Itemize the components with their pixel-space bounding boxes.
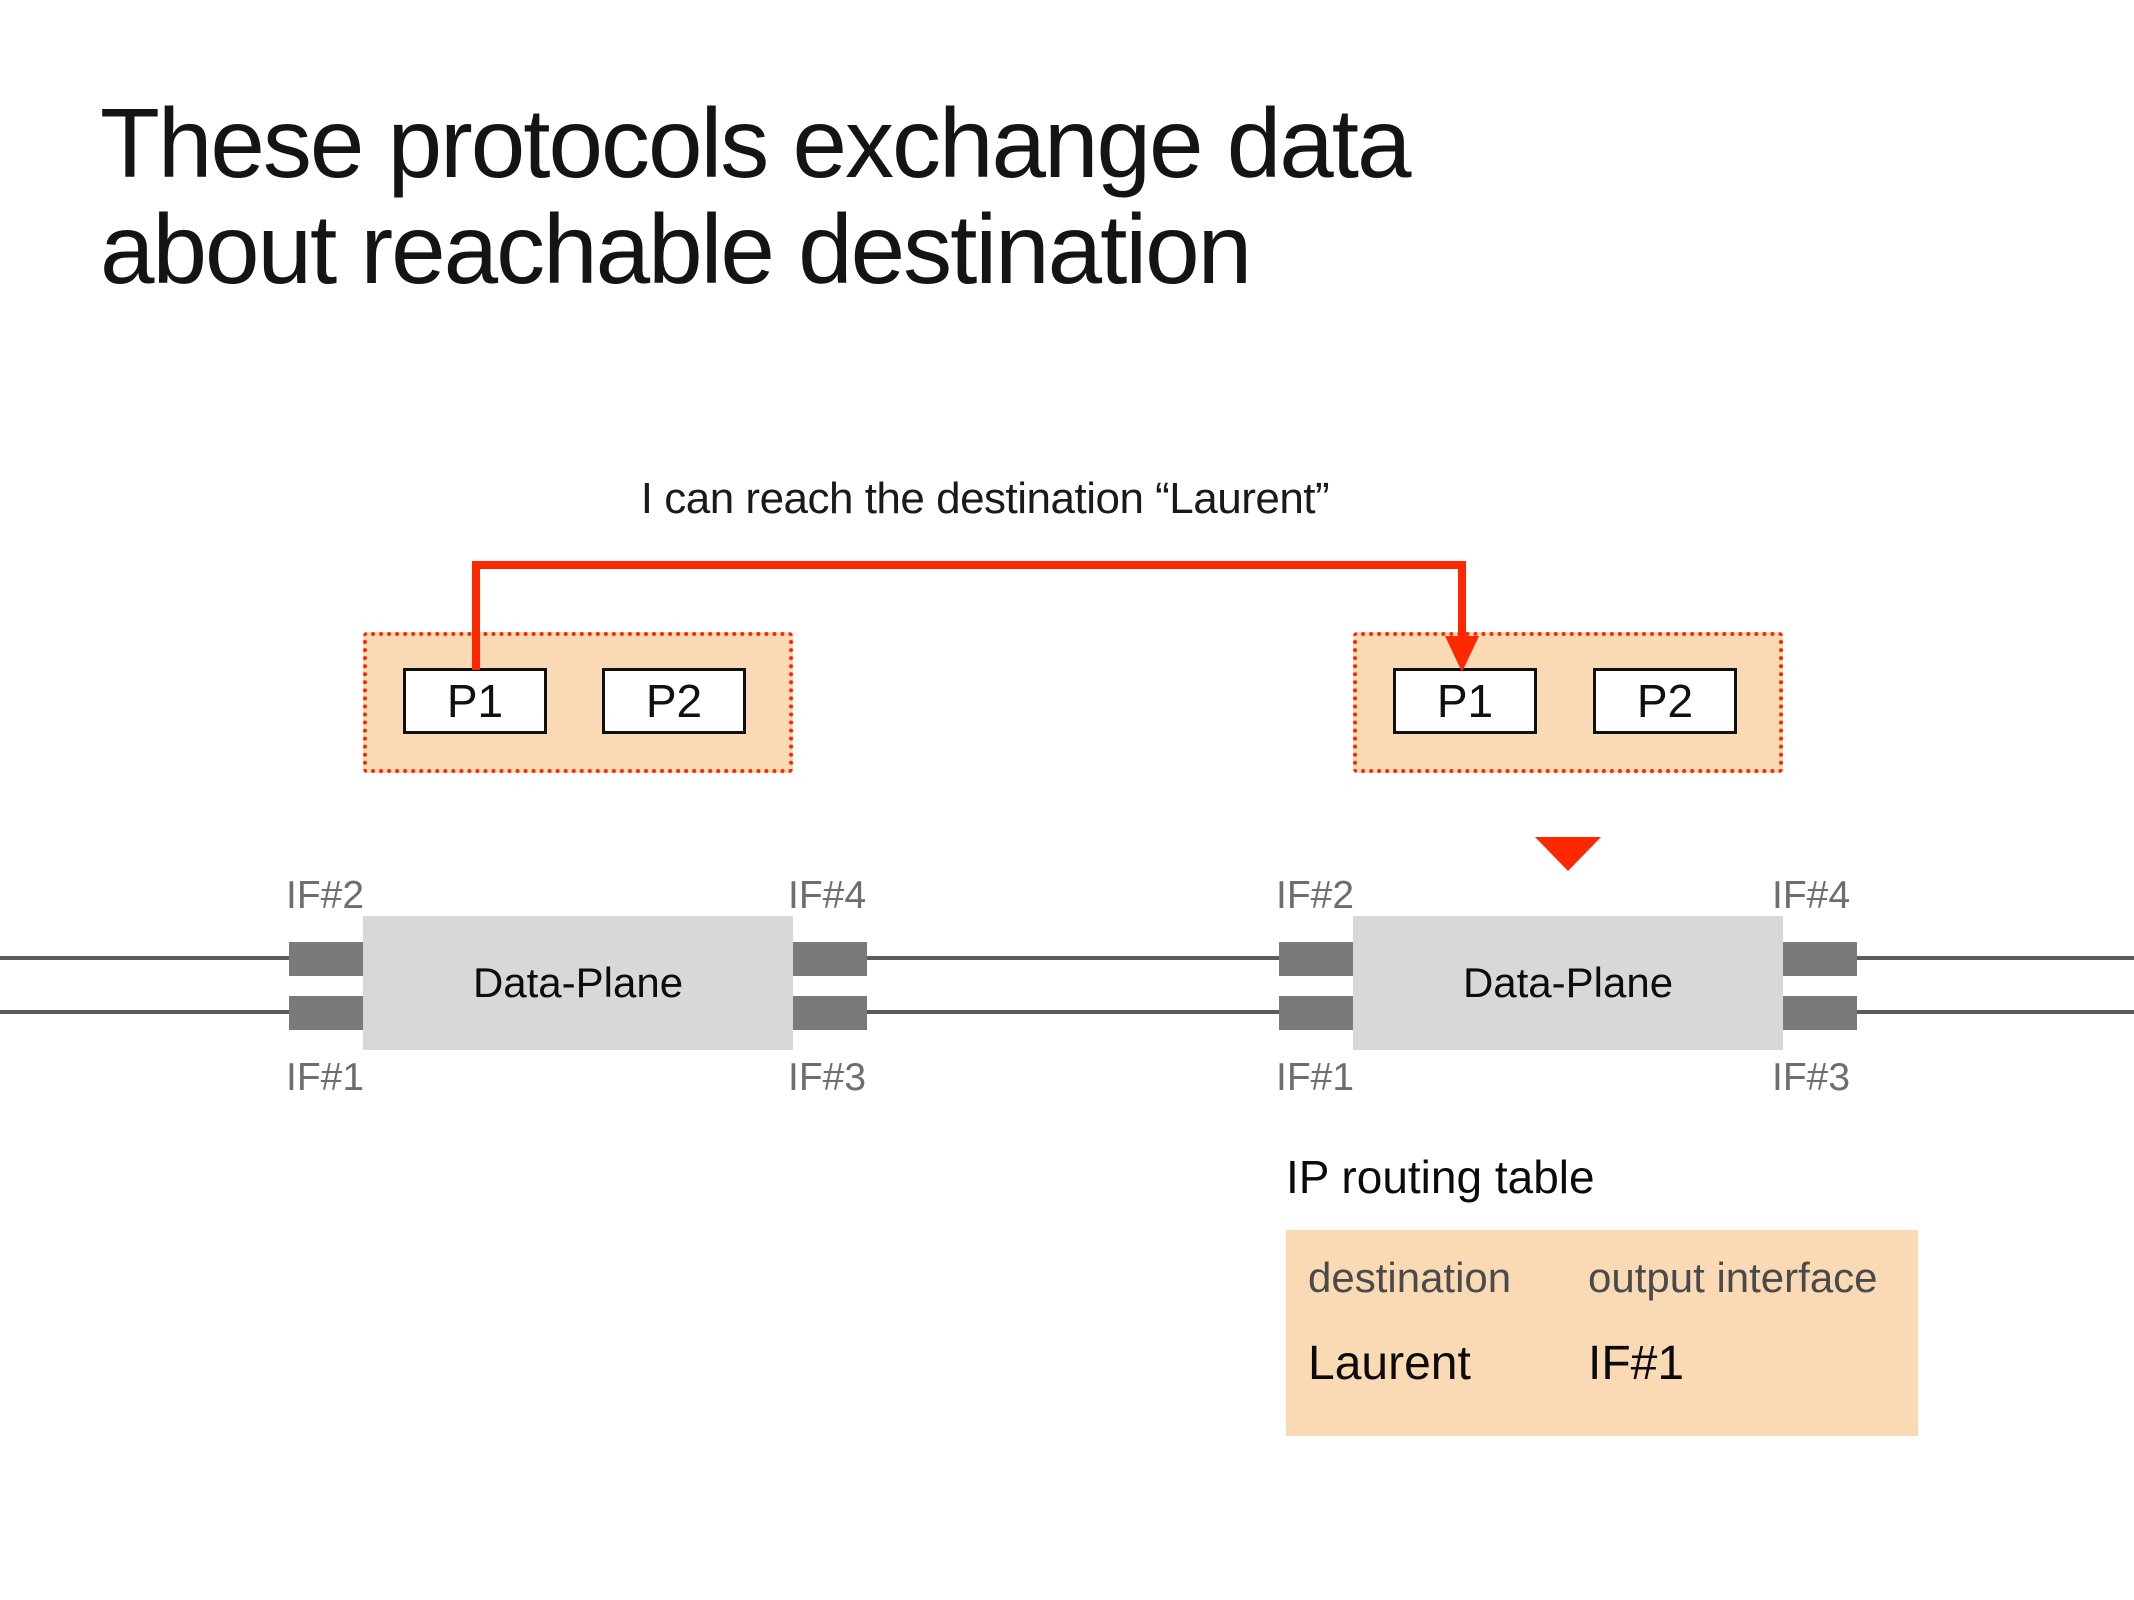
if1-label-left-router: IF#1	[286, 1056, 365, 1099]
protocol-p1-left-router: P1	[403, 668, 547, 734]
if4-label-right-router: IF#4	[1772, 874, 1851, 917]
if2-label-right-router: IF#2	[1276, 874, 1355, 917]
if1-label-right-router: IF#1	[1276, 1056, 1355, 1099]
message-arrow-horizontal-segment	[472, 561, 1466, 569]
data-plane-label: Data-Plane	[1462, 959, 1674, 1006]
data-plane-right-router: Data-Plane	[1353, 916, 1783, 1050]
message-arrowhead-icon	[1445, 636, 1479, 672]
routing-table-title: IP routing table	[1286, 1151, 1595, 1203]
if3-connector-right-router	[1783, 996, 1857, 1030]
protocol-p1-right-router: P1	[1393, 668, 1537, 734]
if3-label-left-router: IF#3	[788, 1056, 867, 1099]
if2-connector-right-router	[1279, 942, 1353, 976]
message-arrow-left-segment	[472, 561, 480, 670]
annotation-text: I can reach the destination “Laurent”	[640, 474, 1330, 523]
if2-label-left-router: IF#2	[286, 874, 365, 917]
if3-label-right-router: IF#3	[1772, 1056, 1851, 1099]
protocol-label: P1	[446, 675, 504, 727]
title-line-2: about reachable destination	[100, 194, 1252, 304]
if2-connector-left-router	[289, 942, 363, 976]
if3-connector-left-router	[793, 996, 867, 1030]
data-plane-label: Data-Plane	[472, 959, 684, 1006]
protocol-p2-left-router: P2	[602, 668, 746, 734]
routing-table-cell-destination: Laurent	[1308, 1337, 1471, 1390]
if1-connector-left-router	[289, 996, 363, 1030]
protocol-label: P2	[645, 675, 703, 727]
down-triangle-marker-icon	[1535, 837, 1601, 871]
routing-table-cell-output-interface: IF#1	[1588, 1337, 1685, 1390]
page-title: These protocols exchange data about reac…	[100, 88, 1411, 304]
protocol-p2-right-router: P2	[1593, 668, 1737, 734]
if1-connector-right-router	[1279, 996, 1353, 1030]
title-line-1: These protocols exchange data	[100, 88, 1411, 198]
link-line-upper	[0, 956, 2134, 960]
data-plane-left-router: Data-Plane	[363, 916, 793, 1050]
protocol-label: P2	[1636, 675, 1694, 727]
protocol-label: P1	[1436, 675, 1494, 727]
if4-label-left-router: IF#4	[788, 874, 867, 917]
routing-table-header-destination: destination	[1308, 1254, 1512, 1301]
message-arrow-right-segment	[1458, 561, 1466, 638]
link-line-lower	[0, 1010, 2134, 1014]
if4-connector-left-router	[793, 942, 867, 976]
routing-table: destination output interface Laurent IF#…	[1286, 1230, 1918, 1436]
routing-table-header-output-interface: output interface	[1588, 1254, 1878, 1301]
if4-connector-right-router	[1783, 942, 1857, 976]
